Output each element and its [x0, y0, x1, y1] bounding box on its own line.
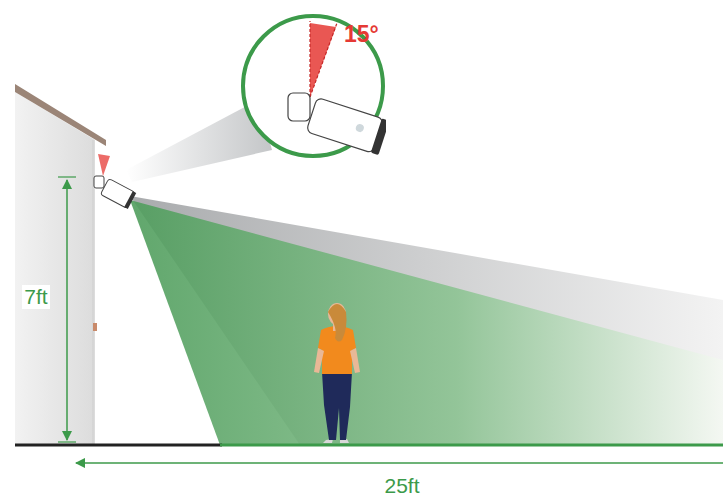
ground-grass [220, 444, 723, 447]
detection-zone [130, 200, 723, 445]
height-tick-top [58, 176, 76, 177]
doorbell [93, 323, 97, 331]
camera-closeup [288, 21, 386, 155]
camera [94, 176, 136, 209]
ground-paved [15, 444, 222, 447]
house-wall [15, 92, 95, 445]
dimension-label: 25ft [382, 474, 421, 498]
dimension-label: 7ft [22, 285, 49, 309]
distance-dimension [76, 462, 723, 464]
tilt-wedge-small [98, 154, 110, 176]
height-dimension [66, 180, 68, 440]
angle-label: 15° [344, 21, 379, 48]
roof [15, 84, 106, 146]
view-cone-grey [130, 196, 723, 445]
callout-circle: 15° [240, 13, 386, 159]
person [314, 303, 360, 443]
height-tick-bottom [58, 441, 76, 442]
wall-edge [93, 140, 94, 445]
tilt-wedge [310, 23, 336, 97]
